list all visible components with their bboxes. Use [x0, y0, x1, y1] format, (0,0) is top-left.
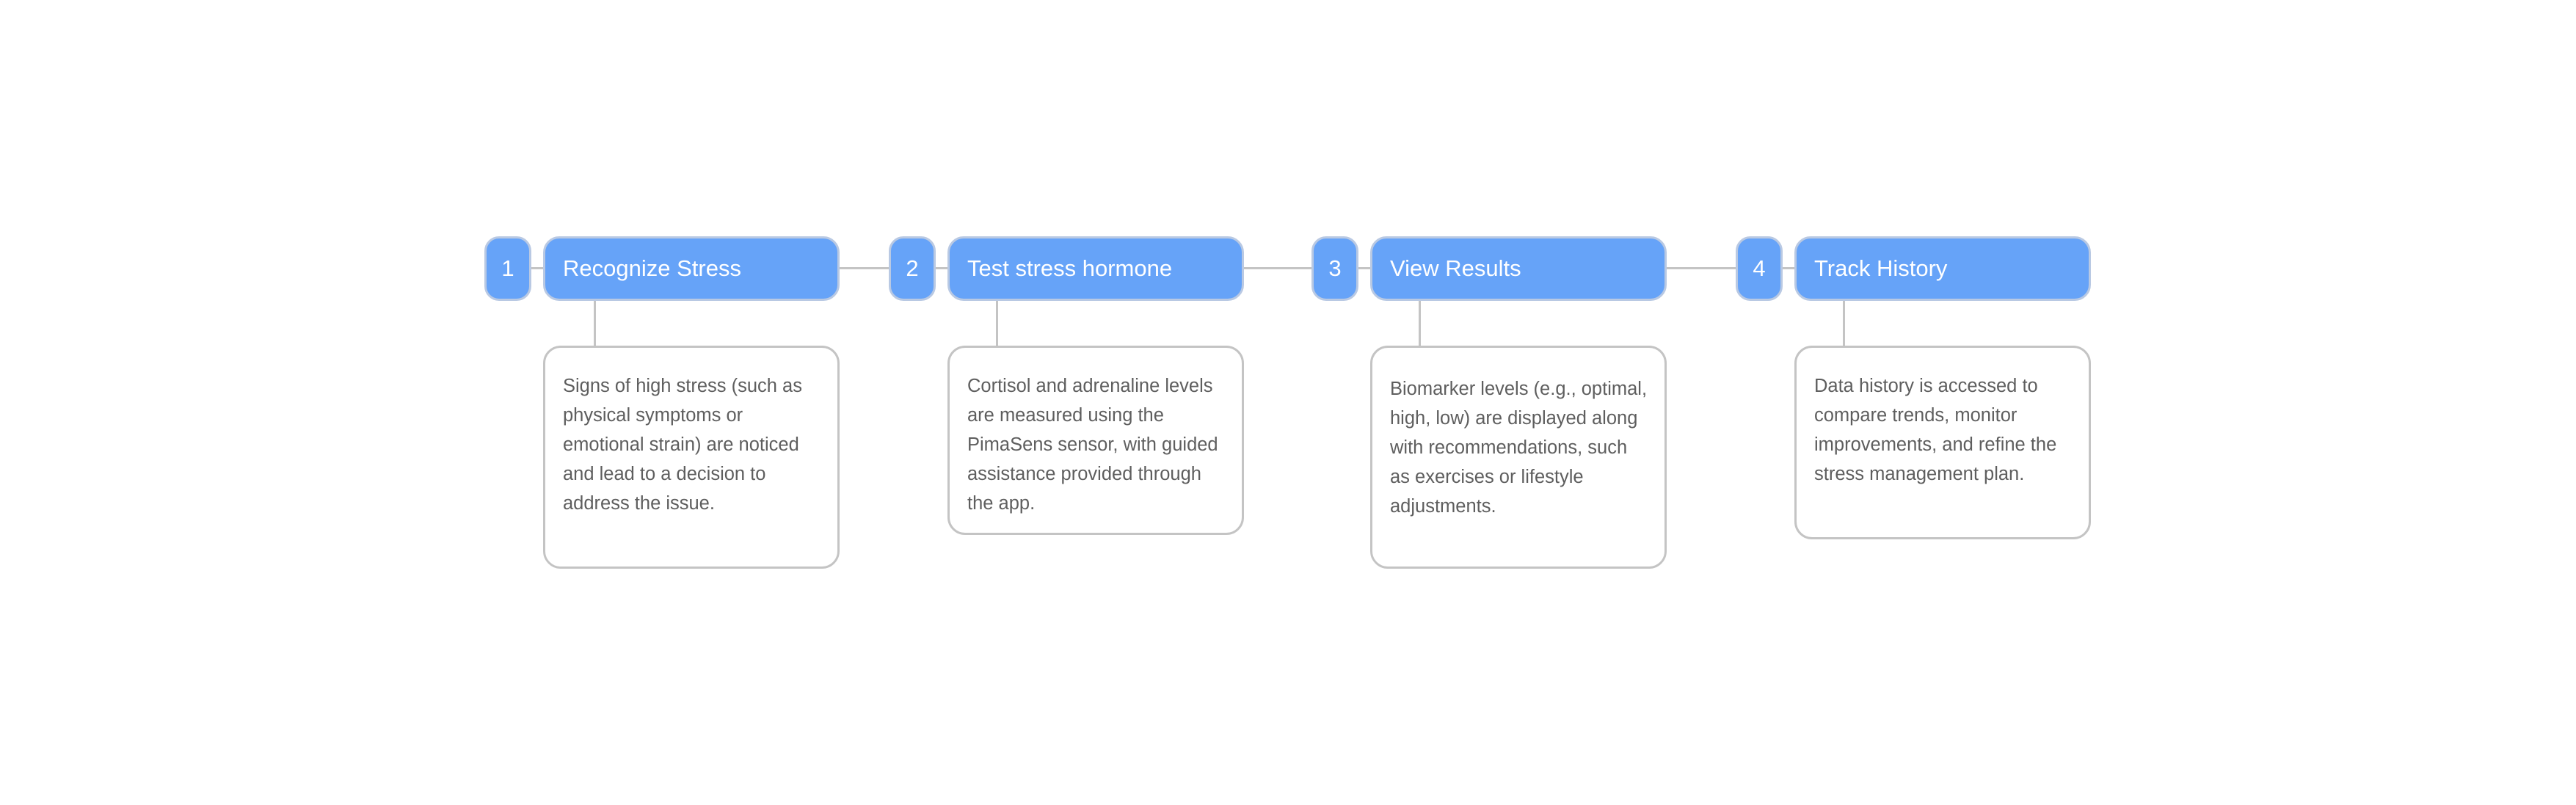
step-description-track-history: Data history is accessed to compare tren…: [1794, 346, 2091, 539]
step-description-recognize-stress: Signs of high stress (such as physical s…: [543, 346, 840, 569]
step-number-badge: 1: [484, 236, 531, 301]
step-title-label: Recognize Stress: [563, 255, 741, 281]
connector-line: [935, 267, 950, 269]
step-description-text: Data history is accessed to compare tren…: [1814, 376, 2057, 484]
connector-line: [1843, 299, 1845, 348]
connector-line: [1244, 267, 1313, 269]
step-description-view-results: Biomarker levels (e.g., optimal, high, l…: [1370, 346, 1667, 569]
step-title-test-stress-hormone: Test stress hormone: [947, 236, 1244, 301]
step-number-badge: 3: [1311, 236, 1358, 301]
step-title-recognize-stress: Recognize Stress: [543, 236, 840, 301]
connector-line: [1667, 267, 1737, 269]
step-number-badge: 4: [1736, 236, 1783, 301]
step-title-label: Track History: [1814, 255, 1948, 281]
step-title-track-history: Track History: [1794, 236, 2091, 301]
step-title-label: Test stress hormone: [967, 255, 1173, 281]
step-description-text: Signs of high stress (such as physical s…: [563, 376, 802, 514]
connector-line: [996, 299, 998, 348]
step-title-view-results: View Results: [1370, 236, 1667, 301]
step-number-badge: 2: [889, 236, 936, 301]
step-description-text: Biomarker levels (e.g., optimal, high, l…: [1390, 379, 1648, 517]
connector-line: [594, 299, 596, 348]
step-description-text: Cortisol and adrenaline levels are measu…: [967, 376, 1218, 514]
step-description-test-stress-hormone: Cortisol and adrenaline levels are measu…: [947, 346, 1244, 535]
step-title-label: View Results: [1390, 255, 1521, 281]
connector-line: [1419, 299, 1421, 348]
connector-line: [530, 267, 545, 269]
connector-line: [839, 267, 890, 269]
connector-line: [1782, 267, 1797, 269]
connector-line: [1358, 267, 1372, 269]
